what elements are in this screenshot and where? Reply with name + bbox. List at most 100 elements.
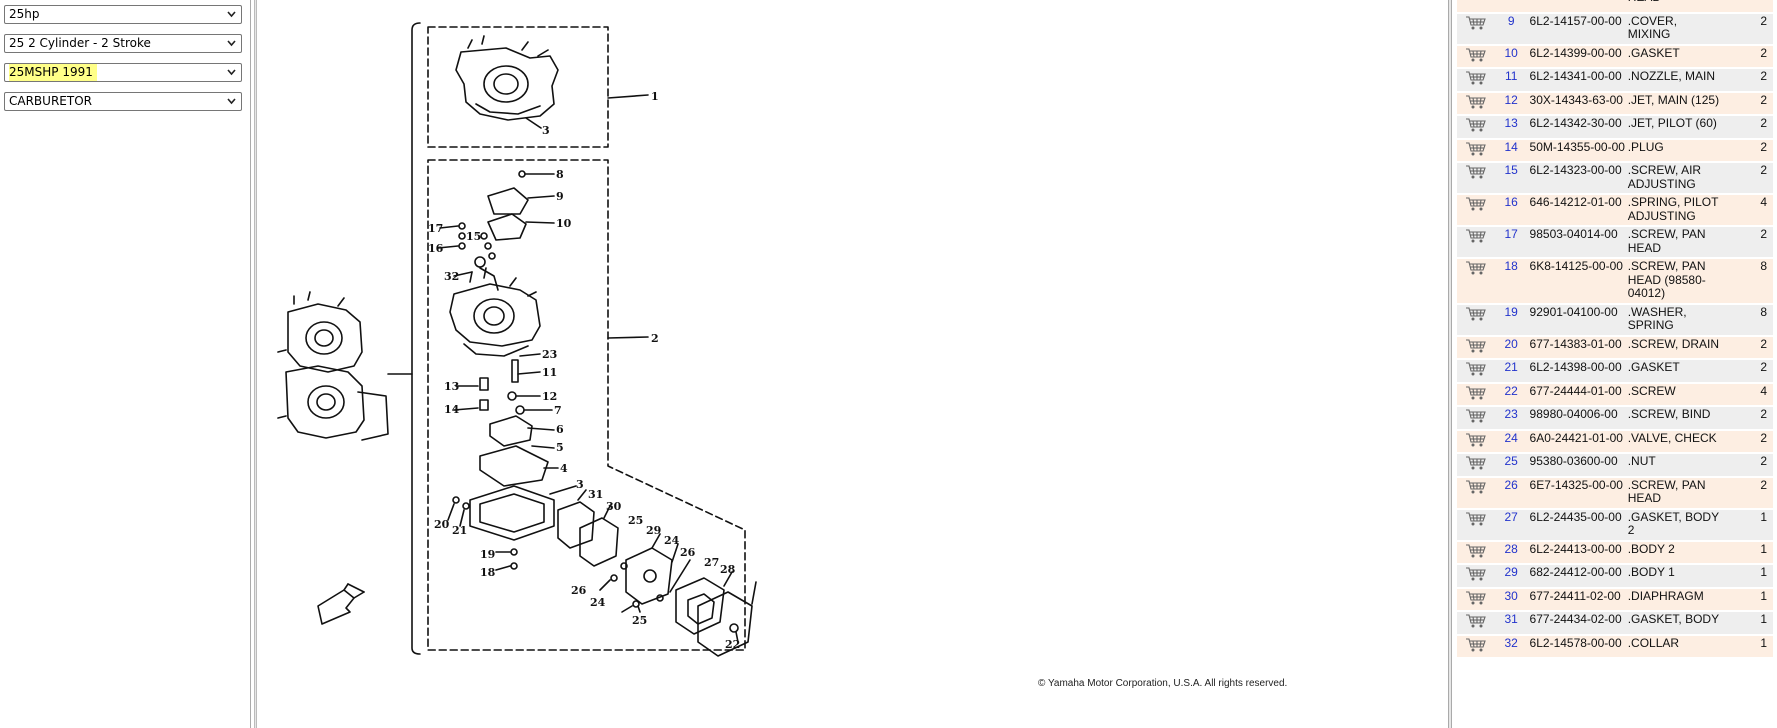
shopping-cart-icon[interactable] <box>1465 71 1487 85</box>
part-number: 6L2-14578-00-00 <box>1527 634 1626 659</box>
part-description: .NOZZLE, MAIN <box>1625 68 1724 93</box>
shopping-cart-icon[interactable] <box>1465 590 1487 605</box>
quantity: 1 <box>1723 540 1773 565</box>
model-year-select-value: 25MSHP 1991 <box>9 64 97 81</box>
ref-number-link[interactable]: 10 <box>1504 45 1518 60</box>
table-row: 32 6L2-14578-00-00 .COLLAR 1 <box>1457 634 1773 659</box>
ref-number-link[interactable]: 18 <box>1504 259 1518 273</box>
part-number: 6L2-24435-00-00 <box>1527 508 1626 542</box>
ref-number-cell: 31 <box>1494 611 1528 636</box>
part-description: .JET, PILOT (60) <box>1625 115 1724 140</box>
ref-number-cell: 24 <box>1494 429 1528 454</box>
shopping-cart-icon[interactable] <box>1465 456 1487 470</box>
table-row: 29 682-24412-00-00 .BODY 1 1 <box>1457 564 1773 589</box>
ref-number-link[interactable]: 16 <box>1504 195 1518 209</box>
part-description: .JET, MAIN (125) <box>1625 91 1724 116</box>
ref-number-link[interactable]: 25 <box>1504 454 1518 468</box>
ref-number-link[interactable]: 13 <box>1504 116 1518 130</box>
shopping-cart-icon[interactable] <box>1465 338 1487 353</box>
ref-number-link[interactable]: 27 <box>1504 509 1518 524</box>
callout-16: 16 <box>428 242 444 255</box>
shopping-cart-icon[interactable] <box>1465 385 1487 400</box>
quantity: 4 <box>1723 194 1773 227</box>
cart-cell <box>1457 258 1495 305</box>
left-splitter[interactable] <box>254 0 257 728</box>
shopping-cart-icon[interactable] <box>1465 479 1487 494</box>
shopping-cart-icon[interactable] <box>1465 197 1487 211</box>
ref-number-link[interactable]: 17 <box>1504 227 1518 241</box>
shopping-cart-icon[interactable] <box>1465 141 1487 156</box>
ref-number-cell: 16 <box>1494 194 1528 227</box>
shopping-cart-icon[interactable] <box>1465 409 1487 423</box>
part-description: .NUT <box>1625 453 1724 478</box>
shopping-cart-icon[interactable] <box>1465 165 1487 179</box>
ref-number-link[interactable]: 23 <box>1504 407 1518 421</box>
shopping-cart-icon[interactable] <box>1465 118 1487 132</box>
ref-number-link[interactable]: 24 <box>1504 430 1518 445</box>
part-number: 682-24412-00-00 <box>1527 564 1626 589</box>
shopping-cart-icon[interactable] <box>1465 229 1487 243</box>
quantity: 2 <box>1723 226 1773 259</box>
ref-number-cell: 13 <box>1494 115 1528 140</box>
ref-number-link[interactable]: 20 <box>1504 336 1518 351</box>
shopping-cart-icon[interactable] <box>1465 432 1487 447</box>
quantity: 1 <box>1723 587 1773 612</box>
shopping-cart-icon[interactable] <box>1465 614 1487 628</box>
callout-1: 1 <box>651 90 659 103</box>
ref-number-link[interactable]: 26 <box>1504 477 1518 492</box>
shopping-cart-icon[interactable] <box>1465 15 1487 30</box>
table-row: 19 92901-04100-00 .WASHER, SPRING 8 <box>1457 303 1773 337</box>
engine-type-select[interactable]: 25 2 Cylinder - 2 Stroke <box>4 34 242 53</box>
cart-cell <box>1457 382 1495 407</box>
horsepower-select-value: 25hp <box>9 7 40 21</box>
part-description: .WASHER, SPRING <box>1625 303 1724 337</box>
shopping-cart-icon[interactable] <box>1465 261 1487 275</box>
callout-30: 30 <box>606 500 622 513</box>
table-row: 16 646-14212-01-00 .SPRING, PILOT ADJUST… <box>1457 194 1773 227</box>
ref-number-link[interactable]: 9 <box>1507 13 1515 28</box>
shopping-cart-icon[interactable] <box>1465 94 1487 109</box>
model-year-select[interactable]: 25MSHP 1991 <box>4 63 242 82</box>
ref-number-link[interactable]: 14 <box>1504 139 1518 154</box>
shopping-cart-icon[interactable] <box>1465 511 1487 526</box>
table-row: 14 50M-14355-00-00 .PLUG 2 <box>1457 138 1773 163</box>
table-row: HEAD <box>1457 0 1773 14</box>
part-description: .SCREW <box>1625 382 1724 407</box>
ref-number-link[interactable]: 30 <box>1504 588 1518 603</box>
ref-number-link[interactable]: 22 <box>1504 383 1518 398</box>
ref-number-cell: 27 <box>1494 508 1528 542</box>
right-splitter[interactable] <box>1448 0 1452 728</box>
callout-4: 4 <box>560 462 568 475</box>
callout-6: 6 <box>556 423 564 436</box>
part-description: .SCREW, PAN HEAD <box>1625 226 1724 259</box>
shopping-cart-icon[interactable] <box>1465 637 1487 652</box>
part-number: 6E7-14325-00-00 <box>1527 476 1626 510</box>
ref-number-link[interactable]: 32 <box>1504 635 1518 650</box>
shopping-cart-icon[interactable] <box>1465 306 1487 321</box>
ref-number-link[interactable]: 28 <box>1504 541 1518 556</box>
part-description: .SCREW, DRAIN <box>1625 335 1724 360</box>
part-number: 98980-04006-00 <box>1527 406 1626 431</box>
ref-number-link[interactable]: 12 <box>1504 92 1518 107</box>
quantity: 2 <box>1723 91 1773 116</box>
horsepower-select[interactable]: 25hp <box>4 5 242 24</box>
ref-number-link[interactable]: 29 <box>1504 565 1518 579</box>
ref-number-link[interactable]: 19 <box>1504 304 1518 319</box>
quantity: 2 <box>1723 115 1773 140</box>
shopping-cart-icon[interactable] <box>1465 543 1487 558</box>
ref-number-cell: 29 <box>1494 564 1528 589</box>
shopping-cart-icon[interactable] <box>1465 567 1487 581</box>
part-description: .PLUG <box>1625 138 1724 163</box>
part-number: 6A0-24421-01-00 <box>1527 429 1626 454</box>
ref-number-link[interactable]: 21 <box>1504 360 1518 374</box>
assembly-select[interactable]: CARBURETOR <box>4 92 242 111</box>
part-number: 6L2-14399-00-00 <box>1527 44 1626 69</box>
callout-32: 32 <box>444 270 459 283</box>
cart-cell <box>1457 406 1495 431</box>
ref-number-link[interactable]: 31 <box>1504 612 1518 626</box>
ref-number-link[interactable]: 15 <box>1504 163 1518 177</box>
shopping-cart-icon[interactable] <box>1465 47 1487 62</box>
shopping-cart-icon[interactable] <box>1465 362 1487 376</box>
chevron-down-icon <box>227 98 236 105</box>
ref-number-link[interactable]: 11 <box>1504 69 1518 83</box>
